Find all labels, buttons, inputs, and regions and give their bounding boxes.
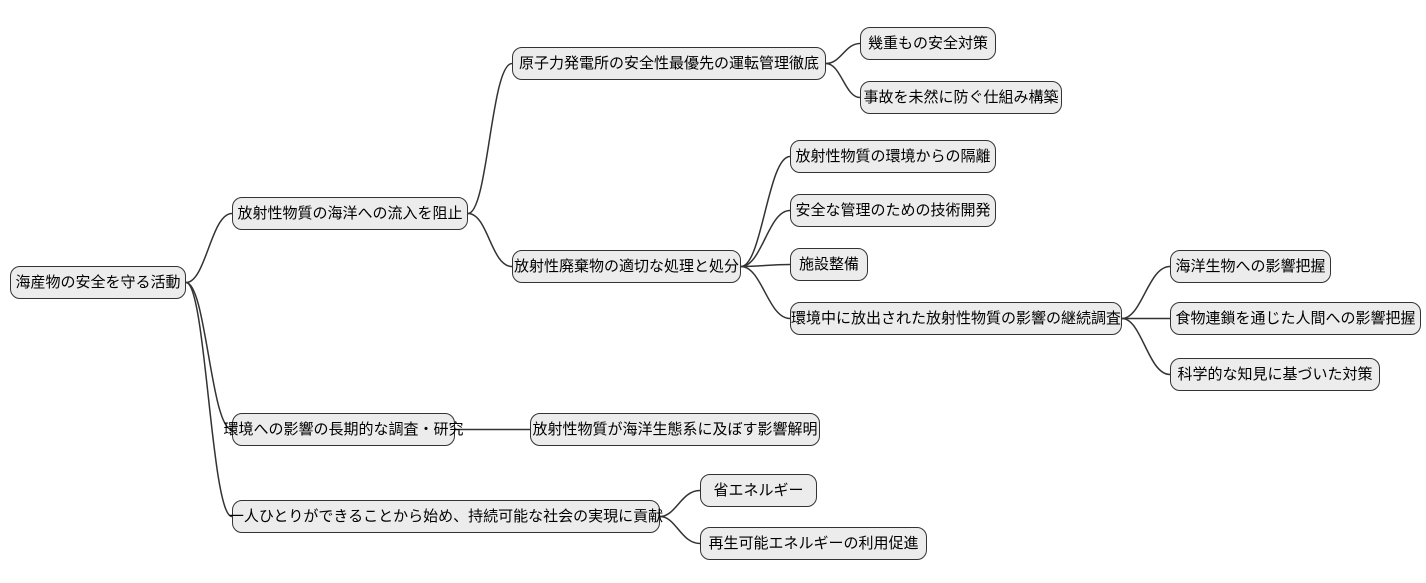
node-longterm-research: 環境への影響の長期的な調査・研究: [224, 413, 464, 446]
edge-individual-action-to-energy-saving: [659, 489, 701, 518]
edge-waste-disposal-to-continuous-survey: [740, 265, 791, 320]
node-prevent-inflow: 放射性物質の海洋への流入を阻止: [232, 197, 468, 230]
edge-prevent-inflow-to-waste-disposal: [467, 212, 513, 268]
edge-reactor-operation-to-safety-layers: [825, 42, 861, 65]
node-individual-action: 一人ひとりができることから始め、持続可能な社会の実現に貢献: [229, 500, 663, 533]
edge-continuous-survey-to-scientific-measures: [1121, 317, 1171, 376]
edge-reactor-operation-to-accident-prevention: [825, 62, 861, 99]
edge-waste-disposal-to-isolation: [740, 155, 791, 268]
node-food-chain-impact: 食物連鎖を通じた人間への影響把握: [1170, 302, 1421, 335]
edge-continuous-survey-to-marine-life-impact: [1121, 265, 1171, 320]
node-continuous-survey: 環境中に放出された放射性物質の影響の継続調査: [790, 302, 1122, 335]
edge-root-to-prevent-inflow: [185, 212, 233, 284]
node-root: 海産物の安全を守る活動: [10, 266, 186, 299]
node-marine-life-impact: 海洋生物への影響把握: [1170, 250, 1331, 283]
node-renewable-energy: 再生可能エネルギーの利用促進: [700, 527, 927, 560]
edge-root-to-individual-action: [185, 281, 233, 518]
node-tech-development: 安全な管理のための技術開発: [790, 194, 996, 227]
node-safety-layers: 幾重もの安全対策: [860, 27, 996, 60]
node-energy-saving: 省エネルギー: [700, 474, 817, 507]
edge-waste-disposal-to-tech-development: [740, 209, 791, 268]
edge-waste-disposal-to-facility: [740, 263, 791, 268]
node-reactor-operation: 原子力発電所の安全性最優先の運転管理徹底: [512, 47, 826, 80]
node-isolation: 放射性物質の環境からの隔離: [790, 140, 996, 173]
node-ecosystem-impact: 放射性物質が海洋生態系に及ぼす影響解明: [530, 413, 820, 446]
edge-individual-action-to-renewable-energy: [659, 515, 701, 545]
edge-prevent-inflow-to-reactor-operation: [467, 62, 513, 215]
node-scientific-measures: 科学的な知見に基づいた対策: [1170, 358, 1380, 391]
node-facility: 施設整備: [790, 248, 868, 281]
node-accident-prevention: 事故を未然に防ぐ仕組み構築: [860, 81, 1062, 114]
edge-root-to-longterm-research: [185, 281, 233, 431]
node-waste-disposal: 放射性廃棄物の適切な処理と処分: [512, 250, 741, 283]
